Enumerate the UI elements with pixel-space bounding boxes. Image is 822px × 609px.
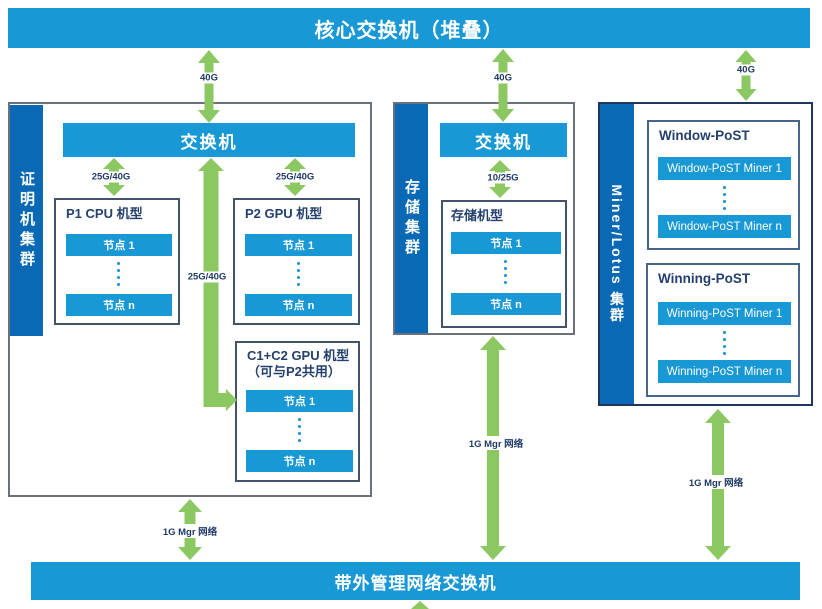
- p2-node-first-label: 节点 1: [282, 240, 315, 252]
- storage-node-first-label: 节点 1: [490, 238, 522, 250]
- link-label-switch-c1c2: 25G/40G: [185, 271, 229, 283]
- storage-node-last-bar: 节点 n: [451, 293, 561, 315]
- storage-node-first-bar: 节点 1: [451, 232, 561, 254]
- link-label-storage-mgmt: 1G Mgr 网络: [466, 436, 526, 450]
- link-label-miner-mgmt: 1G Mgr 网络: [686, 475, 746, 489]
- p2-node-last-label: 节点 n: [282, 300, 315, 312]
- proving-switch-label: 交换机: [180, 132, 238, 152]
- storage-cluster-sidebar: 存储集群: [395, 104, 428, 333]
- c1c2-node-first-label: 节点 1: [283, 396, 316, 408]
- storage-ellipsis-dots: [504, 260, 507, 284]
- winning-post-title: Winning-PoST: [658, 271, 751, 286]
- window-post-miner-first-label: Window-PoST Miner 1: [667, 162, 782, 175]
- proving-cluster-sidebar-label: 证明机集群: [18, 170, 35, 271]
- window-post-title: Window-PoST: [659, 128, 750, 143]
- winning-post-miner-first-bar: Winning-PoST Miner 1: [658, 302, 791, 325]
- p2-node-last-bar: 节点 n: [245, 294, 352, 316]
- storage-machine-title: 存储机型: [451, 208, 504, 223]
- storage-machine-box: 存储机型 节点 1 节点 n: [441, 200, 567, 328]
- core-switch-bar: 核心交换机（堆叠）: [8, 8, 810, 48]
- p2-ellipsis-dots: [297, 262, 300, 286]
- proving-switch-bar: 交换机: [63, 123, 355, 157]
- link-label-proving-mgmt: 1G Mgr 网络: [160, 524, 220, 538]
- window-post-miner-last-bar: Window-PoST Miner n: [658, 215, 791, 238]
- winning-post-miner-last-label: Winning-PoST Miner n: [666, 365, 783, 378]
- p1-ellipsis-dots: [117, 262, 120, 286]
- c1c2-gpu-box: C1+C2 GPU 机型 （可与P2共用） 节点 1 节点 n: [235, 341, 360, 482]
- p1-cpu-title: P1 CPU 机型: [66, 206, 143, 221]
- c1c2-ellipsis-dots: [298, 418, 301, 442]
- p1-node-first-label: 节点 1: [103, 240, 135, 252]
- p2-gpu-box: P2 GPU 机型 节点 1 节点 n: [233, 198, 360, 325]
- storage-switch-bar: 交换机: [440, 123, 567, 157]
- oob-management-switch-label: 带外管理网络交换机: [334, 573, 497, 593]
- link-label-core-proving: 40G: [198, 72, 220, 84]
- winning-post-miner-first-label: Winning-PoST Miner 1: [666, 307, 783, 320]
- core-switch-label: 核心交换机（堆叠）: [314, 19, 504, 42]
- p1-node-first-bar: 节点 1: [66, 234, 172, 256]
- c1c2-node-last-bar: 节点 n: [246, 450, 353, 472]
- window-post-miner-last-label: Window-PoST Miner n: [667, 220, 782, 233]
- miner-lotus-sidebar-label: Miner/Lotus 集群: [609, 184, 625, 324]
- c1c2-node-first-bar: 节点 1: [246, 390, 353, 412]
- window-post-ellipsis-dots: [723, 186, 726, 210]
- winning-post-box: Winning-PoST Winning-PoST Miner 1 Winnin…: [646, 263, 800, 397]
- link-label-core-storage: 40G: [492, 72, 514, 84]
- p1-cpu-box: P1 CPU 机型 节点 1 节点 n: [54, 198, 180, 325]
- storage-switch-label: 交换机: [475, 132, 532, 152]
- p1-node-last-bar: 节点 n: [66, 294, 172, 316]
- c1c2-gpu-subtitle: （可与P2共用）: [247, 364, 341, 379]
- arrow-tip-below-mgmt-bar: [411, 601, 429, 609]
- window-post-box: Window-PoST Window-PoST Miner 1 Window-P…: [647, 120, 800, 250]
- window-post-miner-first-bar: Window-PoST Miner 1: [658, 157, 791, 180]
- c1c2-node-last-label: 节点 n: [283, 456, 316, 468]
- p1-node-last-label: 节点 n: [103, 300, 135, 312]
- storage-node-last-label: 节点 n: [490, 299, 522, 311]
- link-label-core-miner: 40G: [735, 64, 757, 76]
- p2-gpu-title: P2 GPU 机型: [245, 206, 323, 221]
- winning-post-miner-last-bar: Winning-PoST Miner n: [658, 360, 791, 383]
- proving-cluster-sidebar: 证明机集群: [10, 105, 43, 336]
- link-label-switch-storage: 10/25G: [485, 172, 521, 184]
- p2-node-first-bar: 节点 1: [245, 234, 352, 256]
- miner-lotus-cluster-sidebar: Miner/Lotus 集群: [600, 104, 634, 404]
- arrow-core-to-miner: [735, 50, 757, 101]
- storage-cluster-sidebar-label: 存储集群: [403, 178, 420, 259]
- link-label-switch-p2: 25G/40G: [273, 171, 317, 183]
- link-label-switch-p1: 25G/40G: [89, 171, 133, 183]
- winning-post-ellipsis-dots: [723, 331, 726, 355]
- oob-management-switch-bar: 带外管理网络交换机: [31, 562, 800, 600]
- c1c2-gpu-title: C1+C2 GPU 机型: [247, 348, 350, 363]
